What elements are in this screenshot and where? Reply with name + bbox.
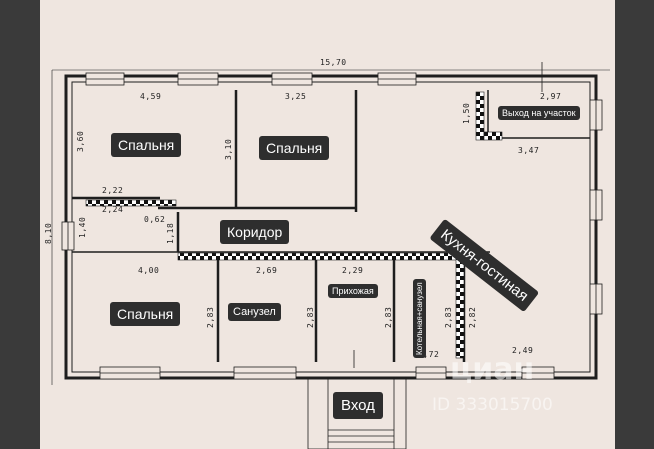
dim-283-c: 2,83 xyxy=(384,306,393,328)
room-label-boiler-bathroom: Котельная+санузел xyxy=(413,279,426,358)
dim-172: 1,72 xyxy=(418,350,440,359)
room-label-bathroom: Санузел xyxy=(228,303,281,321)
dim-222: 2,22 xyxy=(102,186,124,195)
room-label-bedroom-3: Спальня xyxy=(110,302,181,326)
dim-459: 4,59 xyxy=(140,92,162,101)
dim-total-height: 8,10 xyxy=(44,222,53,244)
room-label-hallway: Прихожая xyxy=(328,284,378,298)
dim-150: 1,50 xyxy=(462,102,471,124)
dim-118: 1,18 xyxy=(166,222,175,244)
windows xyxy=(61,72,603,380)
dim-062: 0,62 xyxy=(144,215,166,224)
room-label-corridor: Коридор xyxy=(220,220,290,244)
dim-360: 3,60 xyxy=(76,130,85,152)
dim-325: 3,25 xyxy=(285,92,307,101)
dim-310: 3,10 xyxy=(224,138,233,160)
dim-400: 4,00 xyxy=(138,266,160,275)
dim-140: 1,40 xyxy=(78,216,87,238)
room-label-bedroom-1: Спальня xyxy=(111,133,182,157)
entrance-steps xyxy=(307,62,543,449)
dim-283-a: 2,83 xyxy=(206,306,215,328)
dim-269: 2,69 xyxy=(256,266,278,275)
new-partitions xyxy=(85,91,503,359)
room-label-exit-to-plot: Выход на участок xyxy=(498,106,580,120)
watermark-brand: циан xyxy=(450,352,535,387)
dim-282: 2,82 xyxy=(468,306,477,328)
left-background xyxy=(0,0,40,449)
dim-229: 2,29 xyxy=(342,266,364,275)
room-label-bedroom-2: Спальня xyxy=(259,136,330,160)
dim-249: 2,49 xyxy=(512,346,534,355)
dim-224: 2,24 xyxy=(102,205,124,214)
room-label-entrance: Вход xyxy=(333,392,383,419)
dim-total-width: 15,70 xyxy=(320,58,347,67)
right-background xyxy=(615,0,654,449)
dim-297: 2,97 xyxy=(540,92,562,101)
dim-347: 3,47 xyxy=(518,146,540,155)
dim-283-b: 2,83 xyxy=(306,306,315,328)
dim-283-d: 2,83 xyxy=(444,306,453,328)
watermark-id: ID 333015700 xyxy=(432,395,553,415)
